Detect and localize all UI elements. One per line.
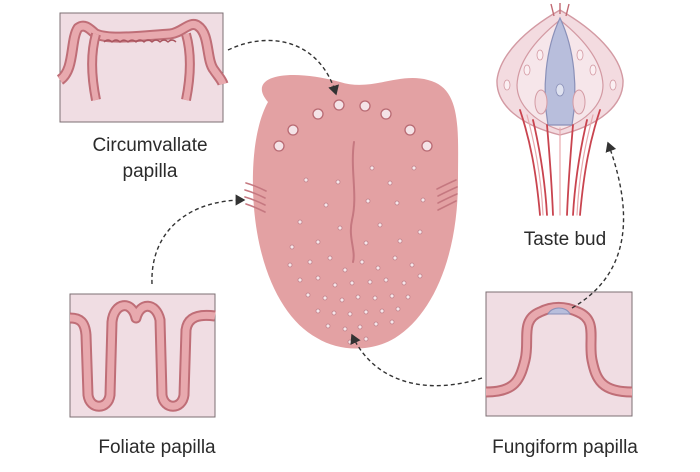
fungiform-papilla-label: Fungiform papilla xyxy=(492,437,638,458)
taste-bud-label: Taste bud xyxy=(523,229,607,250)
foliate-ridges-right xyxy=(436,179,458,211)
taste-bud-marker xyxy=(547,307,571,315)
taste-bud-illustration xyxy=(496,3,624,216)
fungiform-papilla-illustration xyxy=(485,291,633,417)
foliate-papilla-label: Foliate papilla xyxy=(98,437,216,458)
circumvallate-label-line2: papilla xyxy=(122,161,178,182)
arrow-circumvallate-to-tongue xyxy=(227,39,339,96)
arrow-fungiform-to-tastebud xyxy=(571,141,625,309)
circumvallate-papilla-illustration xyxy=(56,12,229,123)
foliate-papilla-illustration xyxy=(69,293,216,418)
fungiform-dots xyxy=(287,165,426,345)
circumvallate-papilla-label: Circumvallate papilla xyxy=(60,133,240,185)
circumvallate-label-line1: Circumvallate xyxy=(92,135,208,156)
tongue xyxy=(244,74,459,349)
circumvallate-papillae xyxy=(273,99,433,152)
arrow-foliate-to-tongue xyxy=(151,194,246,285)
foliate-ridges-left xyxy=(244,182,267,213)
